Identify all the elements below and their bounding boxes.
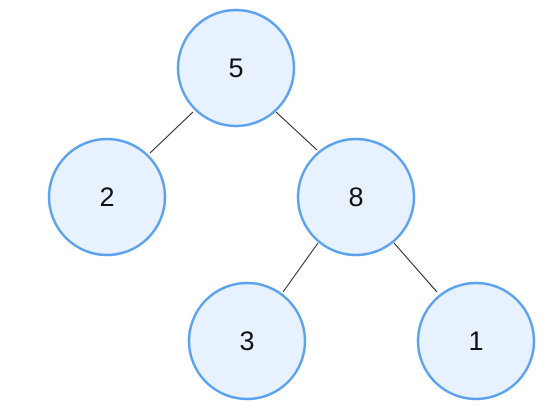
tree-node-left: 2 [47,137,167,257]
node-circle [416,281,536,401]
tree-node-right-left: 3 [187,281,307,401]
node-value: 5 [228,53,243,83]
tree-node-right-right: 1 [416,281,536,401]
edge-root-left [149,111,194,154]
edge-right-rightleft [282,242,319,293]
node-value: 8 [348,182,363,212]
tree-node-right: 8 [296,137,416,257]
node-circle [296,137,416,257]
node-circle [187,281,307,401]
node-value: 3 [239,326,254,356]
node-circle [176,8,296,128]
node-value: 2 [99,182,114,212]
tree-node-root: 5 [176,8,296,128]
edge-root-right [275,111,318,151]
edge-right-rightright [393,242,438,293]
node-value: 1 [468,326,483,356]
node-circle [47,137,167,257]
